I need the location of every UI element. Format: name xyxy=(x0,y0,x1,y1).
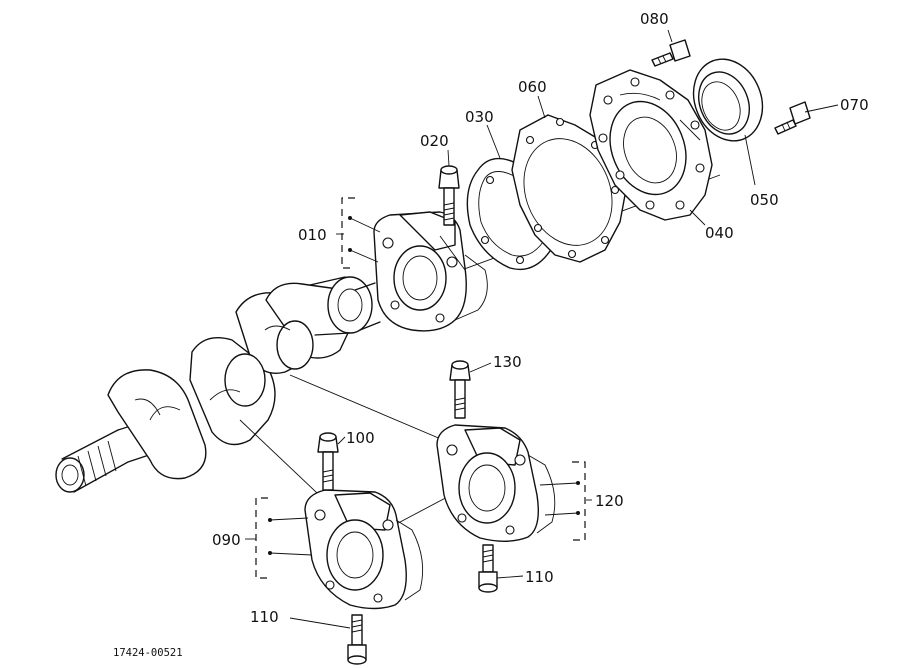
drawing-reference-number: 17424-00521 xyxy=(113,647,183,659)
crankshaft xyxy=(55,276,381,493)
bearing-case-120 xyxy=(436,424,556,542)
bearing-case-090 xyxy=(304,489,424,610)
label-070: 070 xyxy=(840,96,869,114)
label-040: 040 xyxy=(705,224,734,242)
bolt-020 xyxy=(438,165,460,226)
label-110-upper: 110 xyxy=(525,568,554,586)
bolt-130 xyxy=(449,360,471,419)
label-050: 050 xyxy=(750,191,779,209)
label-020: 020 xyxy=(420,132,449,150)
oil-seal-050 xyxy=(692,58,764,142)
label-080: 080 xyxy=(640,10,669,28)
label-110-lower: 110 xyxy=(250,608,279,626)
part-labels: 010 020 030 040 050 060 070 080 090 100 … xyxy=(113,10,869,659)
label-010: 010 xyxy=(298,226,327,244)
label-030: 030 xyxy=(465,108,494,126)
bolt-080 xyxy=(651,39,691,67)
assembly-brackets xyxy=(255,197,586,579)
label-120: 120 xyxy=(595,492,624,510)
label-060: 060 xyxy=(518,78,547,96)
bolt-100 xyxy=(317,432,339,491)
oil-seal-case-040 xyxy=(589,69,713,221)
label-100: 100 xyxy=(346,429,375,447)
bearing-case-010 xyxy=(373,211,488,332)
leader-lines xyxy=(245,29,839,629)
label-130: 130 xyxy=(493,353,522,371)
gasket-060 xyxy=(511,114,626,263)
bolt-110-upper xyxy=(478,544,498,593)
label-090: 090 xyxy=(212,531,241,549)
bolt-110-lower xyxy=(347,614,367,665)
bolt-070 xyxy=(774,101,811,135)
